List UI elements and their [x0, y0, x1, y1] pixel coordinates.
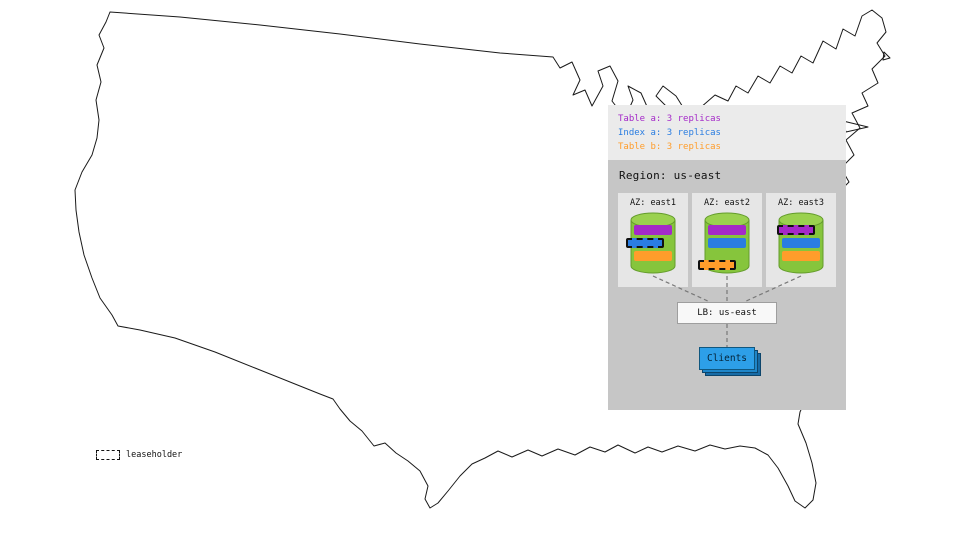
db-node-east3 — [776, 211, 826, 275]
az-label: AZ: east3 — [777, 198, 825, 208]
replica-bar-index-a — [626, 238, 664, 248]
db-node-east2 — [698, 211, 752, 275]
az-box-east2: AZ: east2 — [692, 193, 762, 287]
az-row: AZ: east1 AZ: east2 — [618, 193, 836, 287]
replica-bar-table-a — [634, 225, 672, 235]
leaseholder-key: leaseholder — [96, 450, 182, 460]
az-label: AZ: east2 — [703, 198, 751, 208]
load-balancer-box: LB: us-east — [677, 302, 777, 324]
replica-bar-table-b — [634, 251, 672, 261]
legend-table-a: Table a: 3 replicas — [618, 114, 721, 124]
replica-bar-table-a — [708, 225, 746, 235]
region-panel: Region: us-east AZ: east1 AZ: east2 — [608, 160, 846, 410]
clients-box: Clients — [699, 347, 755, 370]
clients-stack: Clients — [699, 347, 761, 376]
az-box-east1: AZ: east1 — [618, 193, 688, 287]
az-box-east3: AZ: east3 — [766, 193, 836, 287]
replica-bar-index-a — [782, 238, 820, 248]
replica-bar-table-b — [782, 251, 820, 261]
replica-bar-table-a — [777, 225, 815, 235]
db-node-east1 — [626, 211, 678, 275]
replica-bar-table-b — [698, 260, 736, 270]
leaseholder-key-label: leaseholder — [126, 450, 183, 460]
leaseholder-swatch-icon — [96, 450, 120, 460]
legend-index-a: Index a: 3 replicas — [618, 128, 721, 138]
replica-bar-index-a — [708, 238, 746, 248]
legend-table-b: Table b: 3 replicas — [618, 142, 721, 152]
small-island-outline — [882, 51, 891, 61]
az-label: AZ: east1 — [629, 198, 677, 208]
region-label: Region: us-east — [619, 169, 722, 182]
long-island-outline — [842, 120, 869, 133]
replica-legend-panel: Table a: 3 replicas Index a: 3 replicas … — [608, 105, 846, 160]
topology-overlay: Table a: 3 replicas Index a: 3 replicas … — [608, 105, 846, 410]
